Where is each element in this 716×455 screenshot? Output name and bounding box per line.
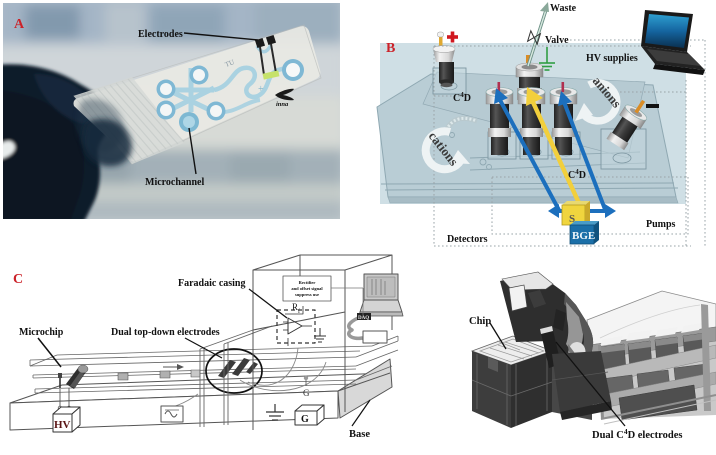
svg-text:C4D: C4D: [453, 91, 471, 104]
svg-text:Electrodes: Electrodes: [138, 29, 183, 40]
svg-text:Pumps: Pumps: [646, 219, 676, 230]
svg-text:Microchip: Microchip: [19, 327, 64, 338]
svg-text:HV: HV: [54, 419, 71, 431]
svg-text:DAQ: DAQ: [358, 316, 369, 321]
svg-text:S: S: [569, 213, 575, 225]
svg-text:C4D: C4D: [568, 168, 586, 181]
svg-text:TU: TU: [224, 58, 236, 69]
svg-text:G: G: [301, 414, 309, 425]
svg-text:BGE: BGE: [572, 230, 595, 242]
svg-text:Valve: Valve: [545, 35, 569, 46]
svg-text:Dual C4D electrodes: Dual C4D electrodes: [592, 427, 682, 442]
svg-text:A: A: [14, 17, 25, 32]
svg-text:Waste: Waste: [550, 3, 577, 14]
svg-text:Base: Base: [349, 429, 370, 440]
svg-text:Faradaic casing: Faradaic casing: [178, 278, 246, 289]
svg-text:C: C: [13, 272, 23, 287]
svg-text:Dual top-down electrodes: Dual top-down electrodes: [111, 327, 220, 338]
svg-text:Chip: Chip: [469, 316, 491, 327]
svg-text:Microchannel: Microchannel: [145, 177, 204, 188]
svg-text:and offset signal: and offset signal: [291, 286, 323, 291]
svg-text:+: +: [258, 84, 264, 95]
svg-text:Rectifier: Rectifier: [299, 280, 316, 285]
svg-text:B: B: [386, 41, 395, 56]
svg-text:HV supplies: HV supplies: [586, 53, 638, 64]
svg-text:suppress use: suppress use: [295, 292, 319, 297]
svg-text:inna: inna: [276, 101, 289, 108]
svg-text:Detectors: Detectors: [447, 234, 488, 245]
svg-text:Rf: Rf: [292, 302, 300, 315]
svg-text:G: G: [303, 388, 310, 398]
